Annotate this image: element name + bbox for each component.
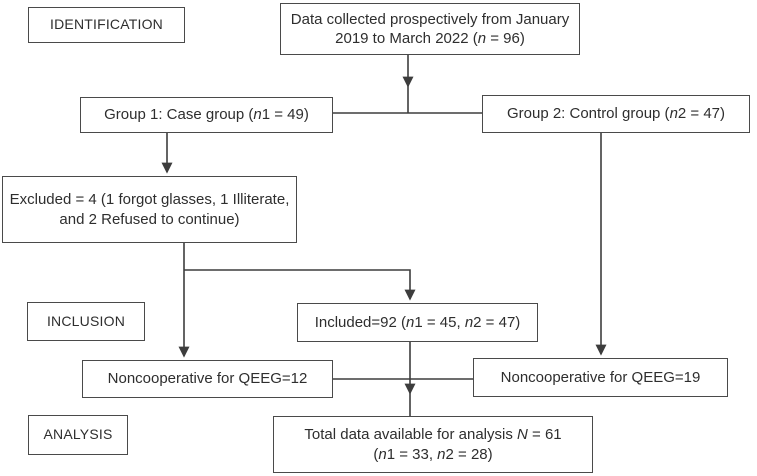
- node-total-available: Total data available for analysis N = 61…: [273, 416, 593, 473]
- node-noncooperative-control: Noncooperative for QEEG=19: [473, 358, 728, 397]
- stage-label-analysis: ANALYSIS: [28, 415, 128, 455]
- node-data-collected: Data collected prospectively from Januar…: [280, 3, 580, 55]
- node-included: Included=92 (n1 = 45, n2 = 47): [297, 303, 538, 342]
- node-noncooperative-case: Noncooperative for QEEG=12: [82, 360, 333, 398]
- arrow-excluded-branch-to-included: [184, 269, 416, 301]
- node-group2-control: Group 2: Control group (n2 = 47): [482, 95, 750, 133]
- node-group1-case: Group 1: Case group (n1 = 49): [80, 97, 333, 133]
- stage-label-identification: IDENTIFICATION: [28, 7, 185, 43]
- stage-label-inclusion: INCLUSION: [27, 302, 145, 341]
- node-excluded: Excluded = 4 (1 forgot glasses, 1 Illite…: [2, 176, 297, 243]
